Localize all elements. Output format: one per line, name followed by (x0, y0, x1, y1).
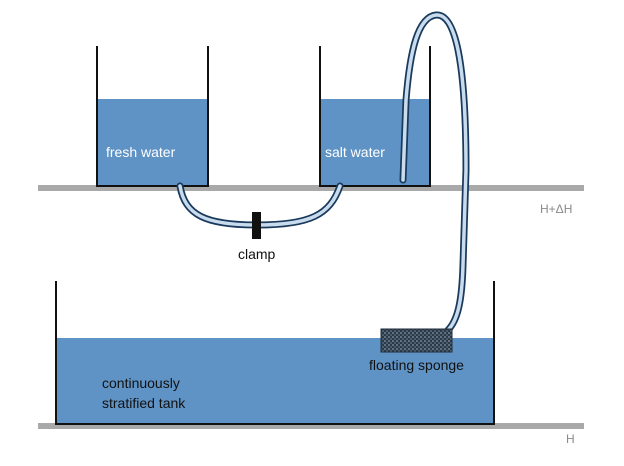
tank-label-line2: stratified tank (102, 395, 186, 411)
lower-shelf (38, 423, 584, 429)
fresh-water-fill (97, 99, 208, 186)
floating-sponge-label: floating sponge (369, 357, 464, 373)
tank-label-line1: continuously (102, 375, 180, 391)
fresh-water-beaker (96, 46, 209, 187)
fresh-water-label: fresh water (106, 144, 176, 160)
salt-water-beaker-walls (319, 46, 431, 187)
salt-water-beaker (319, 46, 431, 187)
siphon-tube (399, 11, 470, 334)
floating-sponge (380, 328, 453, 353)
fresh-water-beaker-walls (96, 46, 209, 187)
clamp-block (252, 212, 261, 239)
salt-water-label: salt water (325, 144, 385, 160)
tank-walls (55, 281, 495, 425)
salt-water-fill (320, 99, 430, 186)
lower-height-label: H (566, 432, 575, 446)
upper-shelf (38, 185, 584, 191)
upper-height-label: H+ΔH (540, 202, 572, 216)
clamp-label: clamp (238, 246, 276, 262)
